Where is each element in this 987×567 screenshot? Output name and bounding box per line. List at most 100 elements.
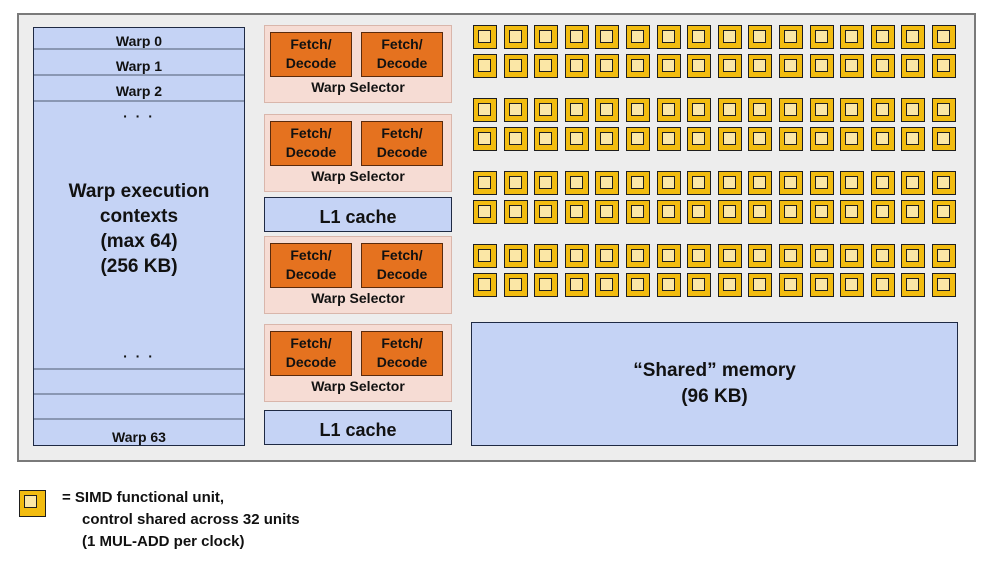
simd-unit: [657, 200, 681, 224]
simd-unit: [565, 200, 589, 224]
fetch-decode-unit: Fetch/ Decode: [270, 121, 352, 166]
simd-unit: [871, 171, 895, 195]
fetch-decode-label: Fetch/: [381, 335, 423, 351]
warp-selector-label: Warp Selector: [311, 168, 405, 184]
simd-unit: [504, 98, 528, 122]
simd-unit: [534, 171, 558, 195]
legend-line-1: = SIMD functional unit,: [62, 489, 225, 506]
simd-unit: [626, 98, 650, 122]
ellipsis-top: · · ·: [123, 108, 155, 124]
simd-unit: [687, 127, 711, 151]
simd-unit: [932, 273, 956, 297]
simd-unit: [687, 54, 711, 78]
simd-unit: [626, 200, 650, 224]
simd-unit: [840, 244, 864, 268]
simd-unit: [657, 127, 681, 151]
fetch-decode-unit: Fetch/ Decode: [270, 331, 352, 376]
simd-unit: [657, 273, 681, 297]
simd-unit: [748, 98, 772, 122]
simd-unit: [810, 127, 834, 151]
simd-unit: [718, 54, 742, 78]
simd-unit: [473, 54, 497, 78]
simd-unit: [779, 54, 803, 78]
legend-simd-unit-icon: [19, 490, 46, 517]
simd-unit: [565, 54, 589, 78]
simd-unit-grid: [473, 25, 959, 305]
simd-unit: [687, 25, 711, 49]
fetch-decode-label: Fetch/: [290, 36, 332, 52]
simd-unit: [748, 273, 772, 297]
fetch-decode-label: Decode: [376, 55, 428, 71]
simd-unit: [534, 127, 558, 151]
warp-contexts-title-line: contexts: [99, 206, 179, 227]
warp-divider: [34, 418, 244, 420]
warp-divider: [34, 100, 244, 102]
simd-unit: [748, 127, 772, 151]
simd-unit: [932, 98, 956, 122]
simd-unit: [687, 273, 711, 297]
simd-unit: [810, 244, 834, 268]
simd-unit: [534, 200, 558, 224]
warp-divider: [34, 74, 244, 76]
simd-unit: [657, 98, 681, 122]
fetch-decode-label: Fetch/: [290, 335, 332, 351]
simd-unit: [626, 127, 650, 151]
simd-unit: [871, 200, 895, 224]
simd-unit: [932, 54, 956, 78]
simd-unit: [626, 171, 650, 195]
simd-unit: [871, 54, 895, 78]
fetch-decode-label: Decode: [285, 144, 337, 160]
simd-unit: [687, 171, 711, 195]
simd-unit: [779, 273, 803, 297]
fetch-decode-unit: Fetch/ Decode: [361, 121, 443, 166]
simd-unit: [810, 25, 834, 49]
simd-unit: [504, 273, 528, 297]
simd-unit: [534, 25, 558, 49]
simd-unit: [840, 200, 864, 224]
simd-unit: [748, 25, 772, 49]
simd-unit: [657, 171, 681, 195]
fetch-decode-label: Fetch/: [290, 125, 332, 141]
simd-unit: [657, 54, 681, 78]
simd-unit: [779, 171, 803, 195]
fetch-decode-group-4: Fetch/ Decode Fetch/ Decode Warp Selecto…: [264, 324, 452, 402]
legend-line-2: control shared across 32 units: [82, 511, 300, 528]
warp-contexts-title-line: (256 KB): [100, 256, 178, 277]
simd-unit: [840, 171, 864, 195]
fetch-decode-label: Decode: [376, 144, 428, 160]
simd-unit: [473, 273, 497, 297]
simd-unit: [595, 200, 619, 224]
simd-unit: [932, 244, 956, 268]
fetch-decode-label: Decode: [376, 266, 428, 282]
fetch-decode-unit: Fetch/ Decode: [361, 243, 443, 288]
fetch-decode-group-3: Fetch/ Decode Fetch/ Decode Warp Selecto…: [264, 236, 452, 314]
simd-unit: [473, 25, 497, 49]
simd-unit: [840, 98, 864, 122]
simd-unit: [504, 244, 528, 268]
simd-unit: [657, 25, 681, 49]
simd-unit: [748, 200, 772, 224]
simd-unit: [901, 54, 925, 78]
fetch-decode-unit: Fetch/ Decode: [361, 331, 443, 376]
simd-unit: [626, 25, 650, 49]
simd-unit: [718, 98, 742, 122]
warp-1-label: Warp 1: [115, 58, 163, 74]
simd-unit: [595, 244, 619, 268]
simd-unit: [932, 200, 956, 224]
simd-unit: [473, 244, 497, 268]
legend-line-3: (1 MUL-ADD per clock): [82, 533, 245, 550]
simd-unit: [504, 25, 528, 49]
simd-unit: [779, 25, 803, 49]
simd-unit: [871, 127, 895, 151]
fetch-decode-label: Decode: [376, 354, 428, 370]
simd-unit: [779, 98, 803, 122]
simd-unit: [748, 244, 772, 268]
simd-unit: [626, 273, 650, 297]
fetch-decode-label: Fetch/: [381, 125, 423, 141]
simd-unit: [901, 171, 925, 195]
shared-memory-size: (96 KB): [681, 386, 748, 407]
shared-memory: “Shared” memory (96 KB): [471, 322, 958, 446]
simd-unit: [626, 54, 650, 78]
simd-unit: [932, 25, 956, 49]
fetch-decode-unit: Fetch/ Decode: [270, 243, 352, 288]
